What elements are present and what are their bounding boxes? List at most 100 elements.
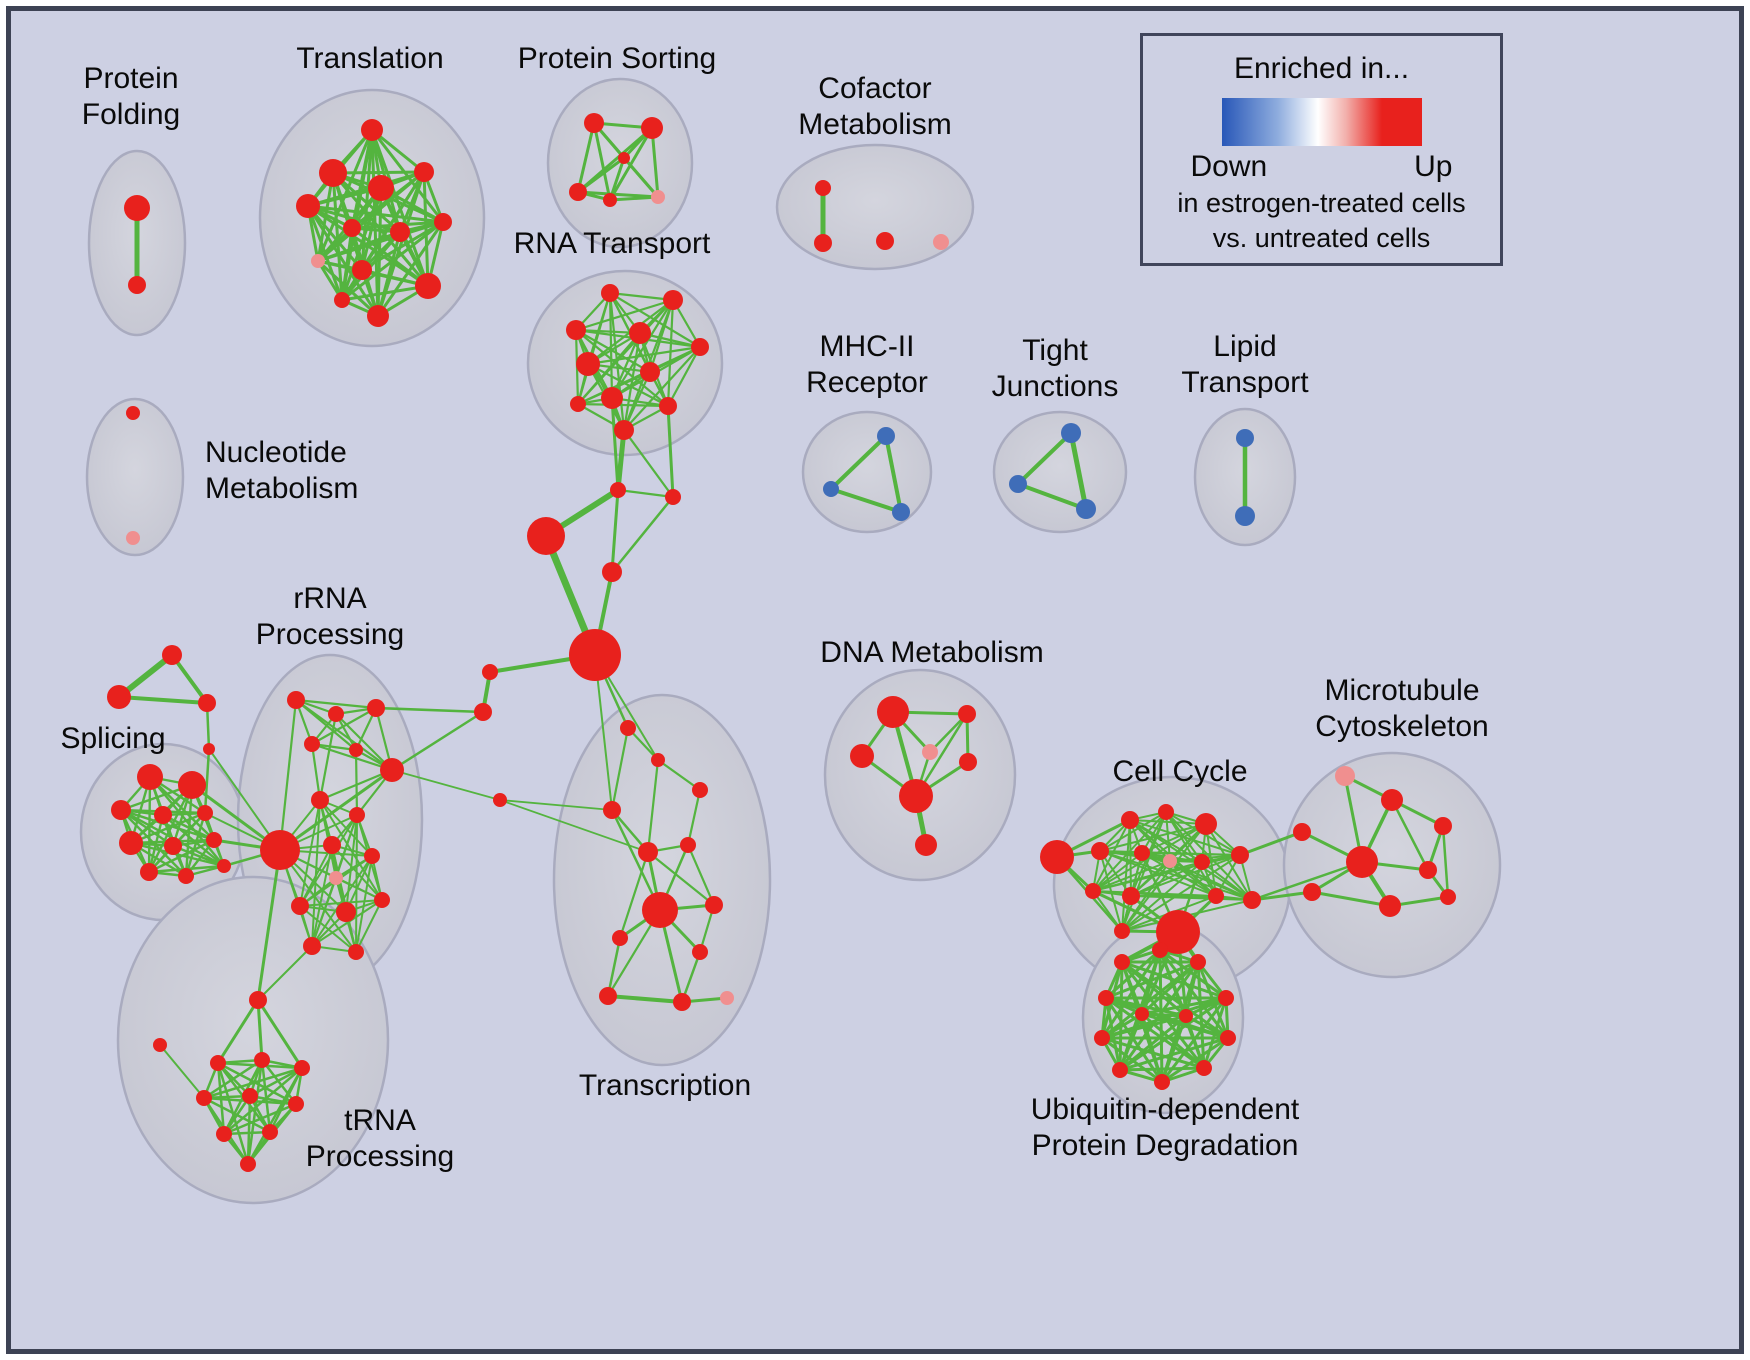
gene-set-node (638, 842, 658, 862)
gene-set-node (1208, 888, 1224, 904)
edge (306, 204, 364, 272)
gene-set-node (262, 1124, 278, 1140)
cluster-label-rna-transport: RNA Transport (514, 227, 711, 260)
legend-caption-line2: vs. untreated cells (1212, 223, 1431, 254)
gene-set-node (1163, 854, 1177, 868)
edge (311, 799, 321, 947)
gene-set-node (569, 629, 621, 681)
gene-set-node (178, 868, 194, 884)
gene-set-node (691, 338, 709, 356)
gene-set-node (1293, 823, 1311, 841)
gene-set-node (374, 892, 390, 908)
edge (608, 156, 626, 202)
gene-set-node (111, 800, 131, 820)
gene-set-node (815, 180, 831, 196)
gene-set-node (311, 791, 329, 809)
legend-up-label: Up (1414, 150, 1453, 183)
gene-set-node (1114, 923, 1130, 939)
edge (666, 404, 675, 499)
gene-set-node (249, 991, 267, 1009)
edge (354, 748, 359, 817)
gene-set-node (612, 930, 628, 946)
edge (1441, 824, 1450, 899)
edge (360, 220, 445, 272)
edge (576, 402, 670, 408)
edge (256, 998, 264, 1062)
gene-set-node (319, 159, 347, 187)
gene-set-node (164, 837, 182, 855)
edge (608, 291, 675, 302)
edge (350, 226, 430, 288)
legend-caption-line1: in estrogen-treated cells (1177, 188, 1466, 218)
edge (171, 844, 226, 868)
edge (686, 843, 716, 907)
gene-set-node (124, 195, 150, 221)
edge (1160, 1014, 1188, 1084)
gene-set-node (206, 832, 222, 848)
edge (340, 284, 430, 302)
edge (1118, 1036, 1230, 1072)
gene-set-node (203, 743, 215, 755)
gene-set-node (1236, 429, 1254, 447)
gene-set-node (899, 779, 933, 813)
gene-set-node (1335, 766, 1355, 786)
edge (1100, 1014, 1188, 1040)
edge (355, 855, 373, 953)
gene-set-node (311, 254, 325, 268)
edge (148, 775, 216, 842)
gene-set-node (959, 753, 977, 771)
gene-set-node (196, 1090, 212, 1106)
edge (1121, 854, 1241, 932)
gene-set-node (705, 896, 723, 914)
gene-set-node (242, 1088, 258, 1104)
edge (159, 1044, 205, 1099)
gene-set-node (1094, 1030, 1110, 1046)
edge (1118, 996, 1228, 1072)
edge (222, 1102, 298, 1136)
gene-set-node (641, 117, 663, 139)
edge (202, 1066, 304, 1100)
gene-set-node (659, 397, 677, 415)
gene-set-node (1303, 883, 1321, 901)
edge (1184, 960, 1200, 1018)
gene-set-node (153, 1038, 167, 1052)
gene-set-node (680, 837, 696, 853)
edge (334, 712, 394, 772)
edge (1130, 895, 1253, 901)
edge (422, 170, 430, 288)
cluster-ellipse-trna-processing (116, 875, 390, 1205)
gene-set-node (368, 175, 394, 201)
edge (278, 698, 298, 852)
edge (1099, 811, 1167, 852)
gene-set-node (602, 562, 622, 582)
gene-set-node (126, 531, 140, 545)
gene-set-node (614, 420, 634, 440)
edge (1169, 860, 1217, 897)
gene-set-node (126, 406, 140, 420)
edge (829, 487, 903, 514)
edge (1092, 860, 1171, 892)
cluster-ellipse-cofactor-metabolism (775, 143, 975, 271)
edge (216, 998, 260, 1065)
edge (610, 488, 620, 574)
edge (1390, 798, 1430, 872)
cluster-label-splicing: Splicing (60, 722, 165, 755)
edge (1129, 819, 1207, 825)
edge (1104, 996, 1206, 1070)
gene-set-node (1134, 845, 1150, 861)
edge (884, 434, 903, 514)
edge (294, 698, 394, 772)
edge (574, 298, 675, 332)
cluster-ellipse-mhc-ii-receptor (801, 410, 933, 534)
edge (610, 396, 620, 492)
cluster-label-translation: Translation (296, 42, 443, 75)
edge (246, 1058, 264, 1166)
edge (256, 998, 304, 1070)
edge (316, 170, 426, 263)
